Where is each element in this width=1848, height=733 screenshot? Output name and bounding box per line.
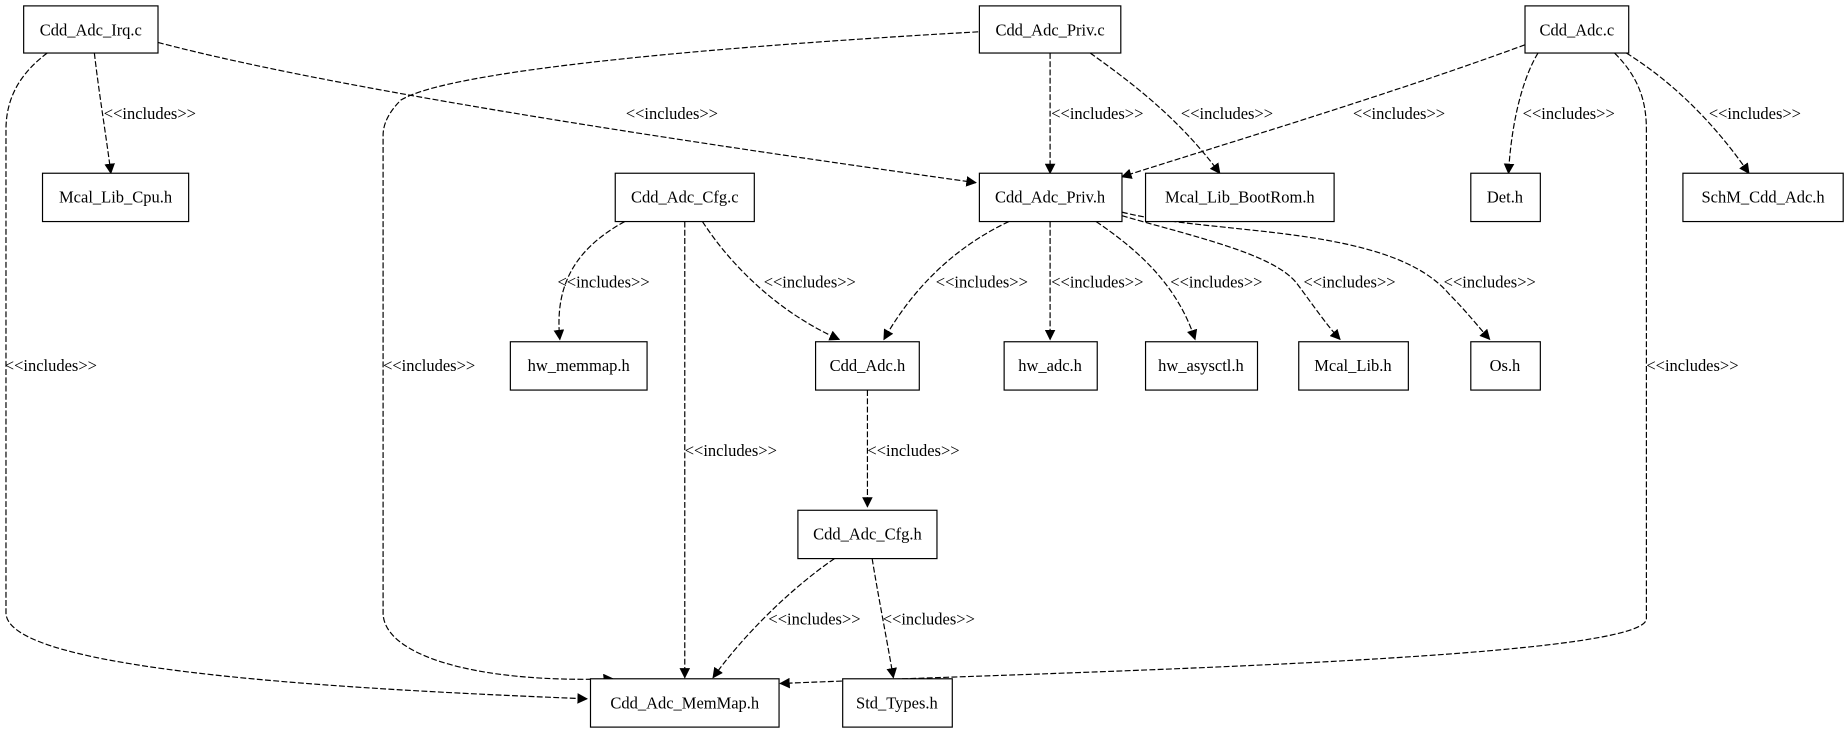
svg-text:Std_Types.h: Std_Types.h [856,693,938,712]
svg-text:hw_asysctl.h: hw_asysctl.h [1158,356,1244,375]
edge-irq-to-privh [157,41,977,187]
edge-adcc-to-privh [1120,44,1526,179]
edge-privc-to-memmap [382,31,979,685]
edge-label: <<includes>> [1523,104,1615,123]
edge-privh-to-mcallib [1121,215,1341,341]
edge-privc-to-bootrom [1089,52,1221,175]
node-cdd-adc-irq-c[interactable]: Cdd_Adc_Irq.c [23,5,159,54]
edge-label: <<includes>> [1444,273,1536,292]
svg-text:Cdd_Adc_Irq.c: Cdd_Adc_Irq.c [40,20,142,39]
edge-label: <<includes>> [626,104,718,123]
edge-cfgh-to-stdtypes [871,558,897,679]
svg-text:Cdd_Adc_MemMap.h: Cdd_Adc_MemMap.h [610,693,760,712]
edge-label: <<includes>> [5,356,97,375]
edge-adcc-to-memmap [779,52,1647,689]
node-hw-adc-h[interactable]: hw_adc.h [1003,341,1098,391]
edge-label: <<includes>> [558,273,650,292]
node-hw-asysctl-h[interactable]: hw_asysctl.h [1144,341,1259,391]
edge-label: <<includes>> [1353,104,1445,123]
edge-label: <<includes>> [1051,273,1143,292]
edge-irq-to-cpu [93,52,115,175]
node-mcal-lib-bootrom-h[interactable]: Mcal_Lib_BootRom.h [1144,172,1335,223]
edge-label: <<includes>> [104,104,196,123]
svg-text:hw_adc.h: hw_adc.h [1018,356,1082,375]
node-cdd-adc-memmap-h[interactable]: Cdd_Adc_MemMap.h [589,678,780,728]
node-schm-cdd-adc-h[interactable]: SchM_Cdd_Adc.h [1682,172,1844,223]
edge-cfgc-to-adch [701,221,841,341]
edge-irq-to-memmap [5,52,589,704]
svg-text:SchM_Cdd_Adc.h: SchM_Cdd_Adc.h [1701,188,1825,207]
edge-label: <<includes>> [936,273,1028,292]
edge-label: <<includes>> [1170,273,1262,292]
edge-adcc-to-schm [1626,52,1750,175]
edge-label: <<includes>> [764,273,856,292]
edge-adcc-to-det [1503,52,1539,175]
node-cdd-adc-c[interactable]: Cdd_Adc.c [1524,5,1630,54]
edge-label: <<includes>> [883,610,975,629]
svg-text:Cdd_Adc_Priv.h: Cdd_Adc_Priv.h [995,188,1106,207]
svg-text:Cdd_Adc.c: Cdd_Adc.c [1540,20,1615,39]
node-hw-memmap-h[interactable]: hw_memmap.h [509,341,648,391]
edge-privh-to-adch [883,221,1010,341]
edge-label: <<includes>> [685,441,777,460]
svg-text:Mcal_Lib_BootRom.h: Mcal_Lib_BootRom.h [1165,188,1315,207]
edge-label: <<includes>> [1303,273,1395,292]
node-cdd-adc-cfg-h[interactable]: Cdd_Adc_Cfg.h [797,509,938,560]
edge-label: <<includes>> [867,441,959,460]
svg-text:Cdd_Adc_Cfg.h: Cdd_Adc_Cfg.h [813,525,922,544]
node-std-types-h[interactable]: Std_Types.h [842,678,953,728]
edge-privh-to-asysctl [1095,221,1198,341]
edge-label: <<includes>> [1051,104,1143,123]
svg-text:Mcal_Lib_Cpu.h: Mcal_Lib_Cpu.h [59,188,173,207]
svg-text:Mcal_Lib.h: Mcal_Lib.h [1314,356,1392,375]
edge-cfgc-to-hwmemmap [553,221,625,341]
node-mcal-lib-cpu-h[interactable]: Mcal_Lib_Cpu.h [41,172,190,223]
edge-privh-to-os [1121,211,1491,341]
node-det-h[interactable]: Det.h [1470,172,1541,223]
node-cdd-adc-priv-c[interactable]: Cdd_Adc_Priv.c [978,5,1122,54]
node-os-h[interactable]: Os.h [1470,341,1541,391]
svg-text:Os.h: Os.h [1490,356,1521,375]
edge-label: <<includes>> [1709,104,1801,123]
node-cdd-adc-h[interactable]: Cdd_Adc.h [814,341,920,391]
edge-label: <<includes>> [768,610,860,629]
svg-text:Det.h: Det.h [1487,188,1524,207]
edge-label: <<includes>> [1646,356,1738,375]
edge-label: <<includes>> [383,356,475,375]
node-cdd-adc-cfg-c[interactable]: Cdd_Adc_Cfg.c [614,172,755,223]
svg-text:Cdd_Adc_Cfg.c: Cdd_Adc_Cfg.c [631,188,739,207]
node-mcal-lib-h[interactable]: Mcal_Lib.h [1298,341,1409,391]
edge-cfgh-to-memmap [712,558,835,679]
svg-text:Cdd_Adc.h: Cdd_Adc.h [830,356,906,375]
node-cdd-adc-priv-h[interactable]: Cdd_Adc_Priv.h [978,172,1123,223]
svg-text:Cdd_Adc_Priv.c: Cdd_Adc_Priv.c [995,20,1104,39]
edge-label: <<includes>> [1181,104,1273,123]
svg-text:hw_memmap.h: hw_memmap.h [528,356,631,375]
